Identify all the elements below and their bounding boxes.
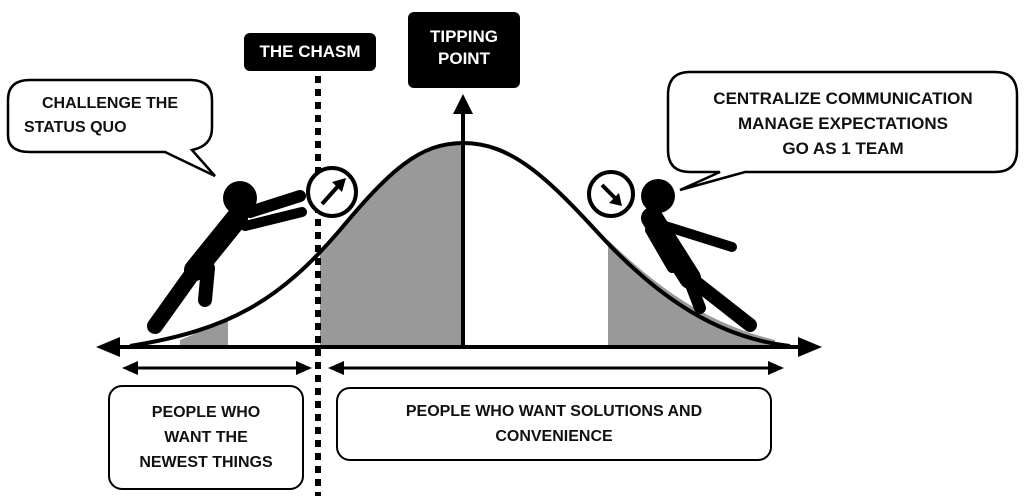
range-arrow-left-head-l	[122, 361, 138, 375]
shaded-majority-area	[320, 143, 463, 345]
callout-left-bubble	[6, 78, 216, 178]
callout-right-line3: GO AS 1 TEAM	[782, 139, 904, 158]
segment-box-early: PEOPLE WHO WANT THE NEWEST THINGS	[108, 385, 304, 490]
tipping-point-arrowhead	[453, 94, 473, 114]
range-arrow-right-head-l	[328, 361, 344, 375]
tipping-label-line1: TIPPING	[429, 27, 498, 46]
person-pushing-icon	[147, 181, 307, 334]
box-right-line2: CONVENIENCE	[495, 428, 613, 445]
callout-right-bubble	[666, 70, 1019, 192]
box-left-line2: WANT THE	[164, 429, 248, 446]
person-leaning-icon	[641, 179, 757, 332]
axis-arrowhead-left	[96, 337, 120, 357]
callout-right-line1: CENTRALIZE COMMUNICATION	[713, 89, 973, 108]
gauge-arrow-icon	[587, 170, 635, 218]
callout-left-text: CHALLENGE THE STATUS QUO	[12, 92, 208, 140]
box-left-line1: PEOPLE WHO	[151, 404, 261, 421]
range-arrow-right-head-r	[768, 361, 784, 375]
callout-right-line2: MANAGE EXPECTATIONS	[738, 114, 948, 133]
box-right-line1: PEOPLE WHO WANT SOLUTIONS AND	[405, 403, 703, 420]
chasm-label: THE CHASM	[259, 42, 361, 61]
gauge-arrow-icon	[306, 166, 358, 218]
chasm-tag: THE CHASM	[244, 33, 376, 71]
tipping-point-tag: TIPPING POINT	[408, 12, 520, 88]
segment-box-majority: PEOPLE WHO WANT SOLUTIONS AND CONVENIENC…	[336, 387, 772, 461]
callout-right-text: CENTRALIZE COMMUNICATION MANAGE EXPECTAT…	[672, 86, 1014, 161]
axis-arrowhead-right	[798, 337, 822, 357]
range-arrow-left-head-r	[296, 361, 312, 375]
box-left-line3: NEWEST THINGS	[139, 454, 273, 471]
shaded-late-area	[608, 240, 775, 345]
callout-left-line1: CHALLENGE THE	[42, 95, 178, 112]
callout-left-line2: STATUS QUO	[24, 119, 127, 136]
tipping-label-line2: POINT	[438, 49, 490, 68]
